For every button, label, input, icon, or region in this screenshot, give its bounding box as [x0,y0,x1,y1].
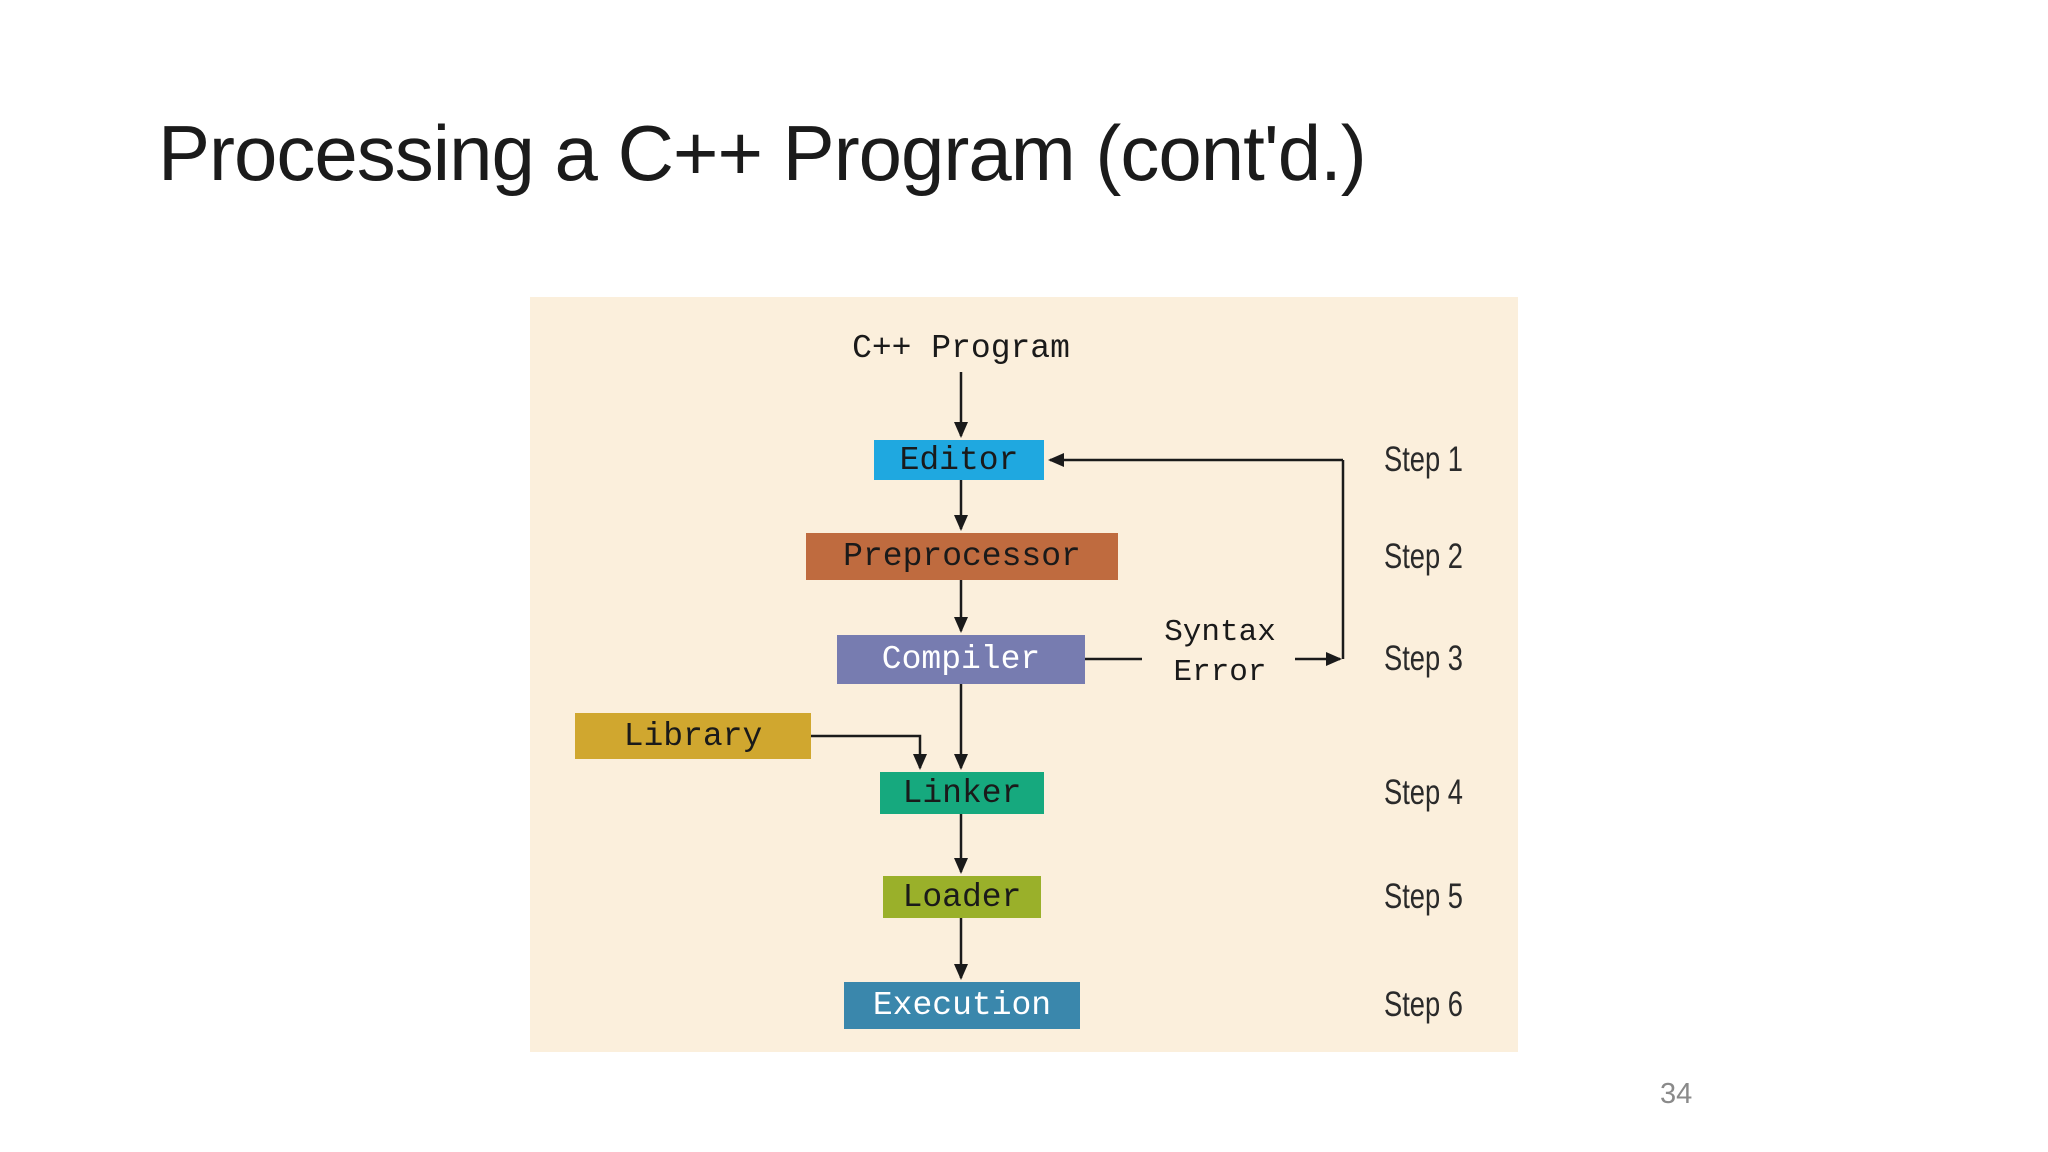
editor-node: Editor [874,440,1044,480]
loader-node: Loader [883,876,1041,918]
preprocessor-node: Preprocessor [806,533,1118,580]
step-4-label: Step 4 [1384,773,1463,812]
page-title: Processing a C++ Program (cont'd.) [158,109,1367,197]
linker-node: Linker [880,772,1044,814]
cpp-program-label: C++ Program [852,330,1070,367]
step-2-label: Step 2 [1384,537,1463,576]
compiler-node: Compiler [837,635,1085,684]
syntax-error-label: Syntax Error [1145,613,1295,693]
flow-arrows [811,372,1345,980]
page-number: 34 [1660,1078,1693,1110]
library-node: Library [575,713,811,759]
step-1-label: Step 1 [1384,440,1463,479]
step-3-label: Step 3 [1384,639,1463,678]
syntax-error-line1: Syntax [1164,615,1276,650]
step-5-label: Step 5 [1384,877,1463,916]
step-6-label: Step 6 [1384,985,1463,1024]
syntax-error-line2: Error [1173,655,1267,690]
flowchart-panel: C++ Program Editor Preprocessor Compiler… [530,297,1518,1052]
execution-node: Execution [844,982,1080,1029]
